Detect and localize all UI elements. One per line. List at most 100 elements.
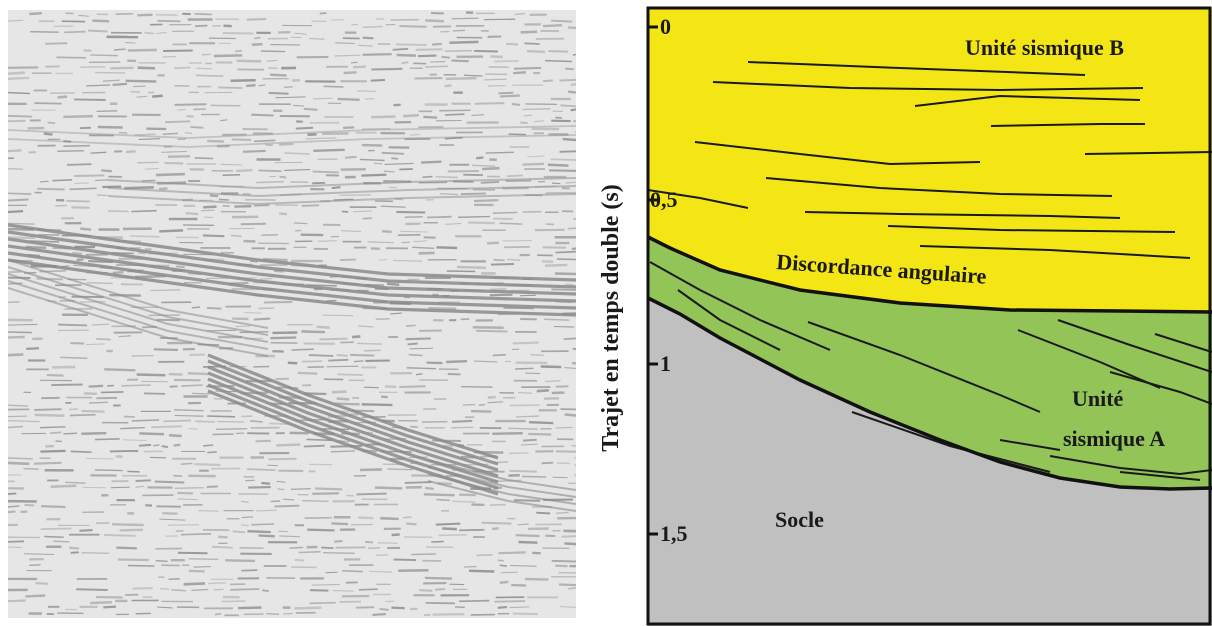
- seismic-trace-segment: [255, 439, 271, 443]
- seismic-trace-segment: [527, 155, 545, 158]
- seismic-trace-segment: [358, 588, 378, 591]
- seismic-trace-segment: [132, 587, 153, 590]
- seismic-trace-segment: [555, 511, 569, 514]
- seismic-trace-segment: [53, 540, 70, 543]
- seismic-trace-segment: [120, 426, 145, 430]
- seismic-trace-segment: [162, 512, 178, 515]
- seismic-reflector: [8, 251, 576, 310]
- seismic-trace-segment: [331, 186, 341, 190]
- seismic-trace-segment: [8, 71, 25, 75]
- seismic-trace-segment: [379, 258, 387, 261]
- seismic-trace-segment: [572, 53, 576, 56]
- seismic-trace-segment: [88, 384, 104, 388]
- seismic-reflector: [427, 480, 576, 512]
- seismic-trace-segment: [217, 420, 244, 423]
- seismic-trace-segment: [557, 462, 571, 465]
- seismic-trace-segment: [435, 522, 461, 526]
- seismic-trace-segment: [153, 348, 179, 351]
- seismic-trace-segment: [136, 373, 166, 377]
- seismic-trace-segment: [8, 91, 30, 95]
- seismic-trace-segment: [246, 17, 267, 21]
- seismic-trace-segment: [367, 241, 394, 244]
- seismic-trace-segment: [207, 451, 217, 454]
- seismic-trace-segment: [339, 258, 356, 262]
- seismic-trace-segment: [30, 31, 59, 33]
- seismic-trace-segment: [525, 372, 541, 375]
- seismic-trace-segment: [8, 540, 25, 543]
- seismic-trace-segment: [94, 438, 120, 441]
- seismic-trace-segment: [326, 365, 359, 368]
- seismic-trace-segment: [356, 492, 387, 496]
- seismic-trace-segment: [493, 258, 505, 262]
- seismic-trace-segment: [512, 612, 539, 616]
- seismic-trace-segment: [521, 443, 538, 446]
- seismic-trace-segment: [522, 438, 537, 442]
- seismic-trace-segment: [427, 215, 452, 219]
- seismic-trace-segment: [81, 409, 105, 413]
- seismic-trace-segment: [261, 481, 271, 485]
- seismic-trace-segment: [559, 605, 576, 608]
- seismic-trace-segment: [69, 546, 80, 550]
- seismic-trace-segment: [356, 342, 383, 345]
- seismic-trace-segment: [548, 50, 568, 53]
- seismic-trace-segment: [137, 13, 153, 17]
- seismic-trace-segment: [190, 126, 204, 129]
- seismic-trace-segment: [302, 500, 329, 502]
- reflector-line: [1017, 329, 1161, 389]
- seismic-trace-segment: [564, 367, 576, 369]
- seismic-reflector: [8, 258, 576, 317]
- seismic-trace-segment: [498, 551, 526, 555]
- seismic-trace-segment: [88, 29, 108, 33]
- seismic-trace-segment: [451, 59, 469, 63]
- seismic-trace-segment: [326, 299, 337, 302]
- seismic-trace-segment: [55, 440, 62, 443]
- unit-a-reflectors: [649, 261, 1212, 481]
- seismic-trace-segment: [235, 49, 243, 53]
- seismic-trace-segment: [64, 30, 86, 34]
- seismic-trace-segment: [161, 445, 169, 449]
- seismic-trace-segment: [384, 162, 414, 165]
- seismic-trace-segment: [409, 347, 434, 350]
- seismic-trace-segment: [368, 570, 393, 573]
- seismic-trace-segment: [8, 404, 29, 407]
- seismic-trace-segment: [473, 199, 499, 203]
- seismic-reflector: [8, 125, 576, 139]
- seismic-trace-segment: [222, 173, 241, 176]
- seismic-reflector: [427, 459, 576, 491]
- reflector-line: [804, 211, 1121, 219]
- reflector-line: [1049, 455, 1212, 476]
- seismic-trace-segment: [8, 425, 23, 429]
- seismic-trace-segment: [155, 32, 167, 34]
- seismic-trace-segment: [568, 586, 576, 590]
- seismic-trace-segment: [508, 427, 538, 430]
- seismic-trace-segment: [390, 312, 402, 315]
- seismic-trace-segment: [247, 530, 271, 534]
- seismic-trace-segment: [187, 371, 209, 376]
- seismic-trace-segment: [424, 576, 453, 580]
- seismic-trace-segment: [380, 516, 399, 521]
- seismic-trace-segment: [528, 421, 554, 425]
- seismic-trace-segment: [422, 175, 433, 179]
- seismic-trace-segment: [47, 121, 56, 124]
- seismic-trace-segment: [545, 263, 568, 267]
- seismic-trace-segment: [291, 348, 314, 351]
- seismic-trace-segment: [451, 426, 474, 429]
- seismic-trace-segment: [498, 91, 514, 95]
- seismic-trace-segment: [334, 539, 343, 543]
- seismic-trace-segment: [444, 136, 463, 140]
- seismic-trace-segment: [125, 79, 157, 83]
- seismic-trace-segment: [103, 605, 117, 609]
- seismic-trace-segment: [363, 386, 380, 389]
- seismic-trace-segment: [423, 236, 436, 239]
- seismic-trace-segment: [8, 149, 22, 153]
- seismic-trace-segment: [78, 14, 90, 17]
- seismic-trace-segment: [50, 431, 62, 435]
- seismic-trace-segment: [563, 337, 576, 341]
- seismic-trace-segment: [8, 167, 24, 171]
- reflector-line: [765, 177, 1113, 197]
- seismic-trace-segment: [284, 152, 310, 155]
- reflector-line: [747, 61, 1086, 76]
- seismic-trace-segment: [520, 121, 528, 125]
- seismic-trace-segment: [381, 151, 404, 155]
- seismic-trace-segment: [8, 236, 35, 240]
